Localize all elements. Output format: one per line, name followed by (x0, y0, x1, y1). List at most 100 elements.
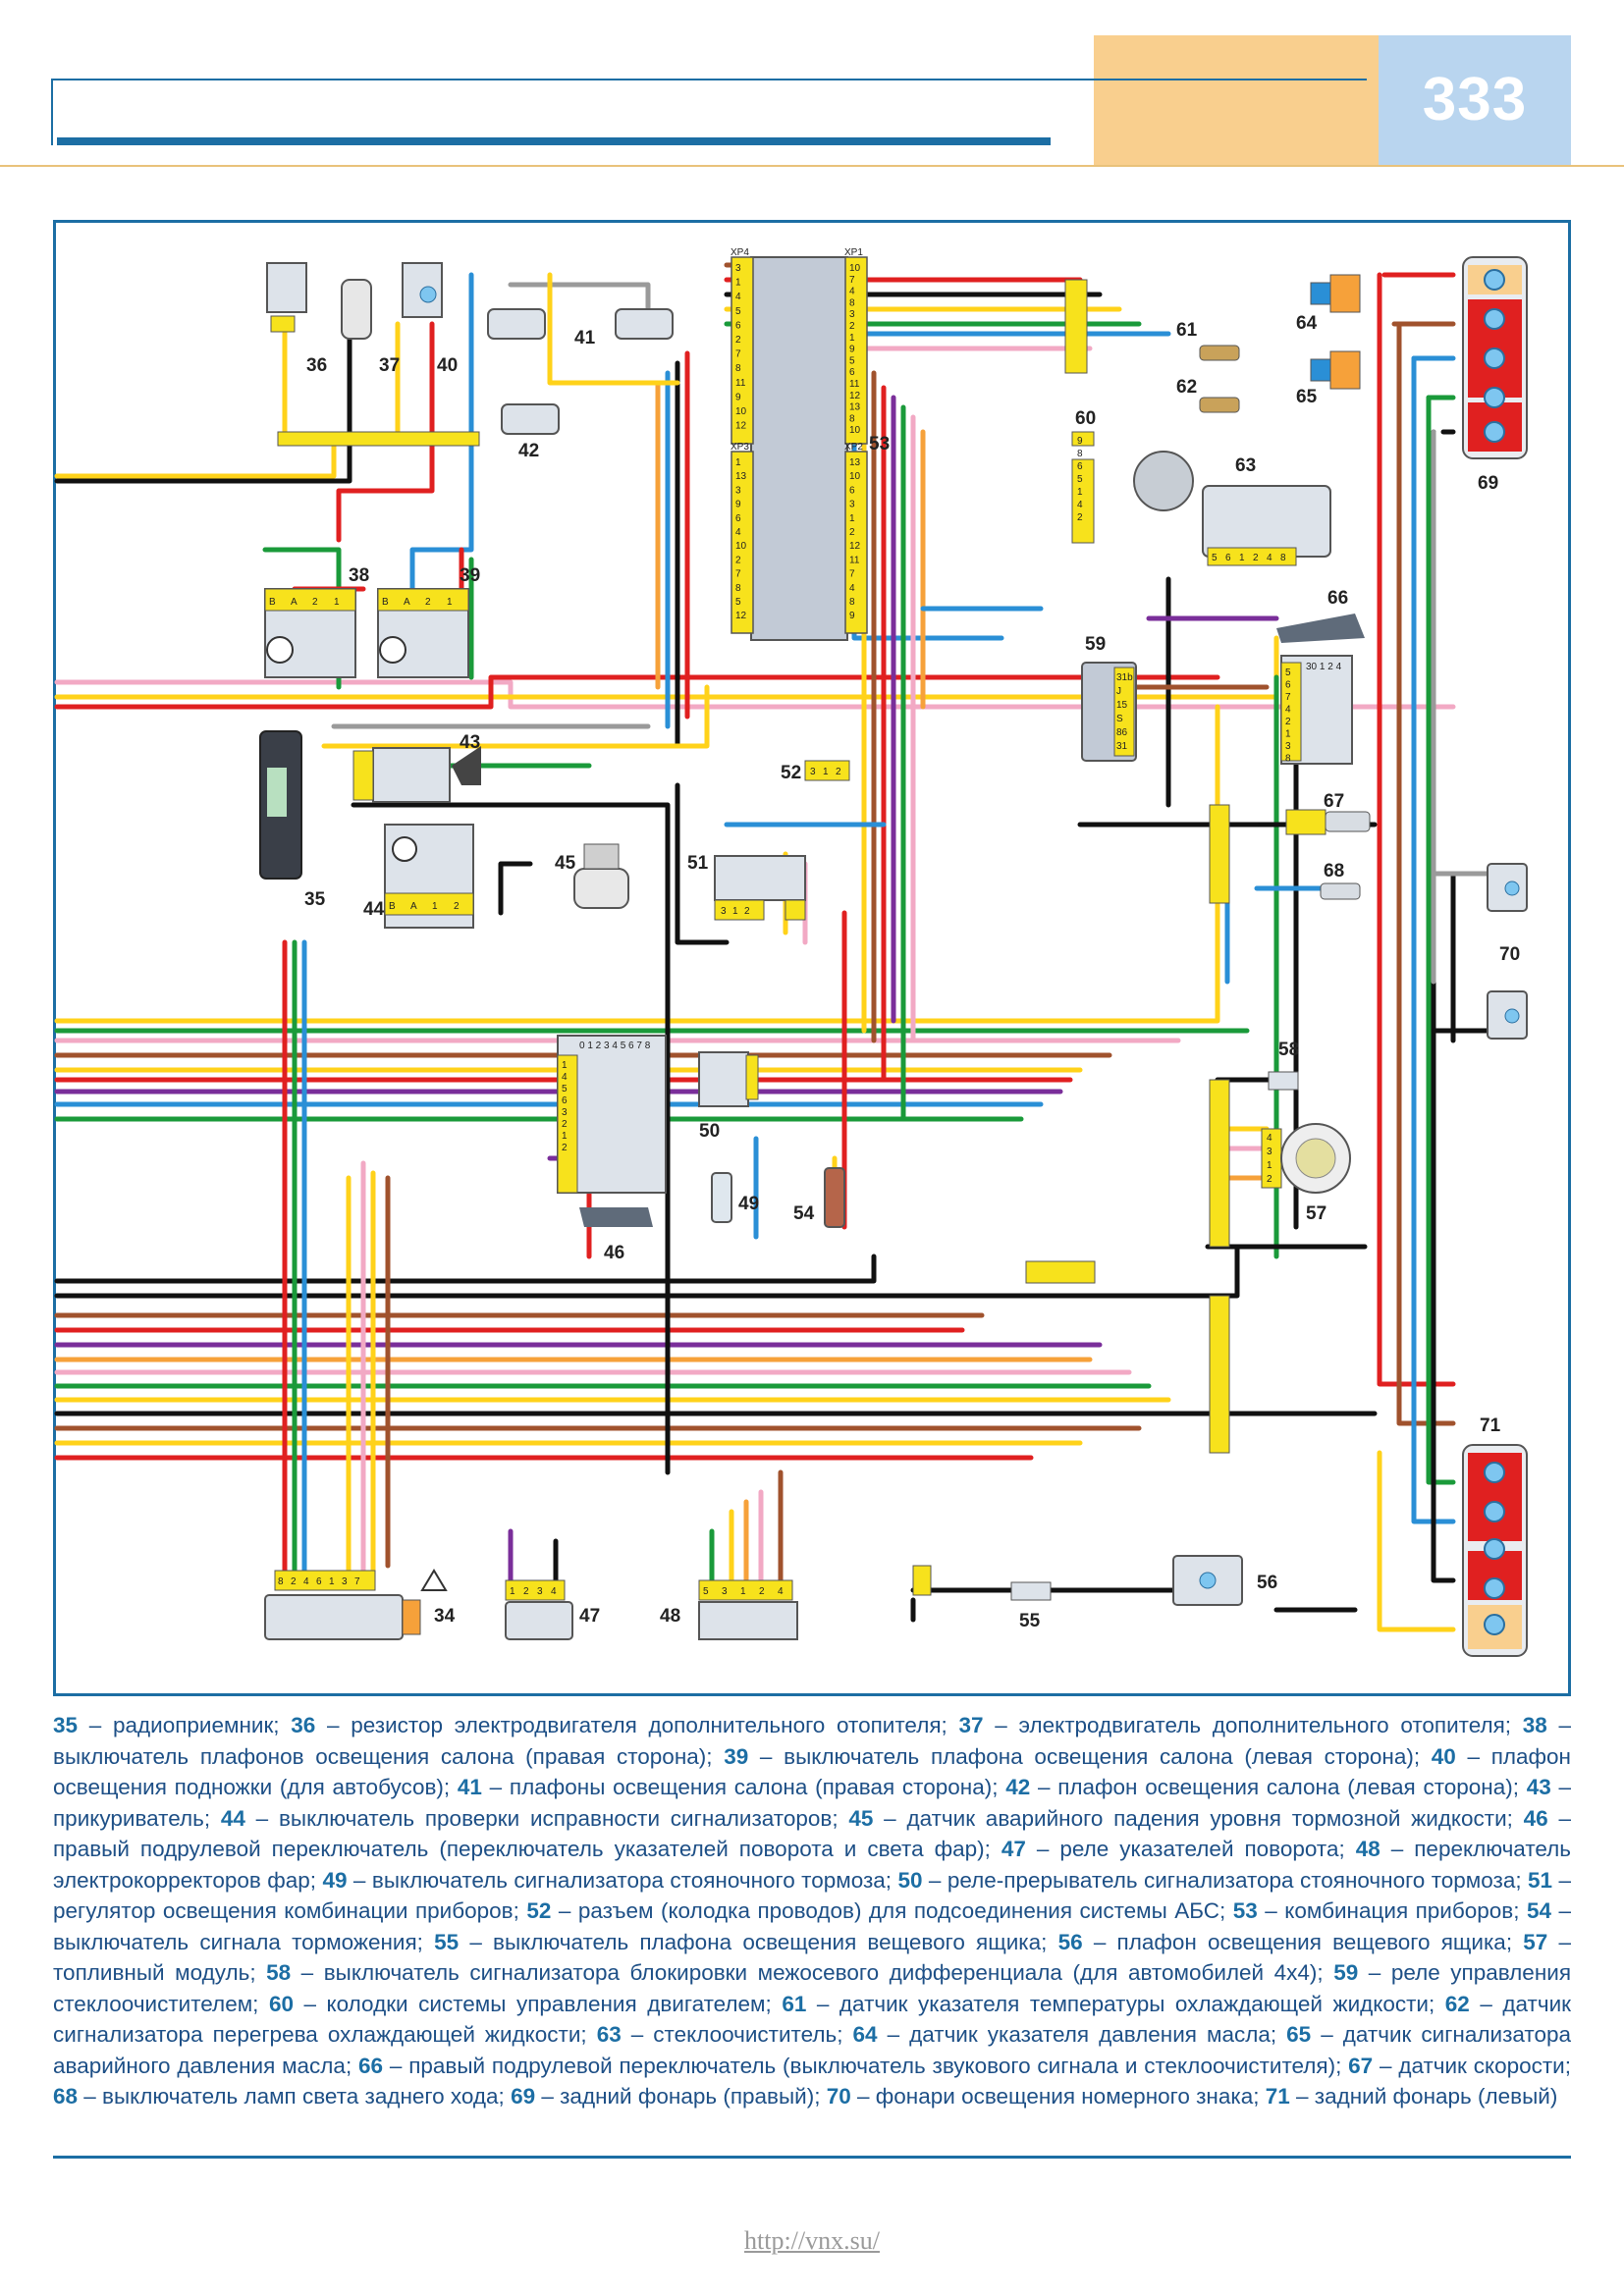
pin-xp4-7: 8 (735, 363, 741, 374)
pin-conn34-6: 7 (354, 1576, 360, 1587)
footer-url[interactable]: http://vnx.su/ (744, 2226, 880, 2255)
pin-sw38-1: A (291, 597, 298, 608)
label-45: 45 (555, 853, 576, 874)
pin-motor63-3: 2 (1253, 553, 1259, 563)
sensor-61 (1199, 345, 1240, 361)
legend-text-61: – датчик указателя температуры охлаждающ… (806, 1991, 1445, 2016)
connector-xp3: XP3 (731, 442, 749, 453)
legend-number-39: 39 (724, 1743, 749, 1769)
switch-58 (1268, 1071, 1299, 1091)
legend-text-54: – выключатель сигнала торможения; (53, 1898, 1572, 1954)
label-60: 60 (1075, 408, 1096, 429)
header-rule (51, 79, 1367, 80)
label-53: 53 (869, 434, 890, 454)
pin-xp4-1: 1 (735, 278, 741, 289)
connector-xp2: XP2 (844, 442, 863, 453)
header-rule-left (51, 79, 53, 145)
label-42: 42 (518, 441, 539, 461)
legend-text-62: – датчик сигнализатора перегрева охлажда… (53, 1991, 1571, 2048)
pin-xp4-2: 4 (735, 292, 741, 302)
pin-sw46-6: 1 (562, 1131, 568, 1142)
switch-49 (711, 1172, 732, 1223)
lever-66 (1276, 614, 1365, 643)
label-63: 63 (1235, 455, 1256, 476)
pin-sw39-3: 1 (447, 597, 453, 608)
pin-sw39-1: A (404, 597, 410, 608)
label-62: 62 (1176, 377, 1197, 398)
pin-conn60-6: 2 (1077, 512, 1083, 523)
regulator-51 (714, 855, 806, 901)
pin-xp3-7: 2 (735, 555, 741, 565)
switch-34 (264, 1594, 404, 1640)
pin-xp2-9: 4 (849, 583, 855, 594)
sensor-67 (1325, 811, 1371, 832)
pin-sw66-6: 3 (1285, 741, 1291, 752)
pin-xp1-5: 2 (849, 321, 855, 332)
wire-black (54, 1254, 877, 1284)
pin-xp3-3: 9 (735, 500, 741, 510)
label-52: 52 (781, 763, 801, 783)
pin-xp1-0: 10 (849, 263, 861, 274)
pin-motor63-4: 4 (1267, 553, 1272, 563)
legend-number-38: 38 (1522, 1713, 1547, 1737)
label-57: 57 (1306, 1203, 1326, 1224)
pin-conn60-2: 6 (1077, 461, 1083, 472)
pin-xp2-0: 13 (849, 457, 861, 468)
label-71: 71 (1480, 1415, 1501, 1436)
pin-conn52-0: 3 (810, 767, 816, 777)
label-65: 65 (1296, 387, 1318, 407)
label-40: 40 (437, 355, 458, 376)
wiper-63 (1202, 485, 1331, 558)
pin-conn34-0: 8 (278, 1576, 284, 1587)
relay-50 (698, 1051, 749, 1107)
pin-xp4-4: 6 (735, 320, 741, 331)
pin-xp3-0: 1 (735, 457, 741, 468)
label-43: 43 (460, 732, 480, 753)
pin-sw38-0: B (269, 597, 276, 608)
pin-xp2-2: 6 (849, 485, 855, 496)
connector-xp1: XP1 (844, 247, 863, 258)
pin-xp2-3: 3 (849, 500, 855, 510)
pin-relay59-0: 31b (1116, 672, 1133, 683)
pin-conn47-0: 1 (510, 1586, 515, 1597)
pin-reg51-1: 1 (732, 906, 738, 917)
pin-mod57-0: 4 (1267, 1133, 1272, 1144)
legend-number-41: 41 (457, 1775, 482, 1799)
pin-conn60-1: 8 (1077, 449, 1083, 459)
legend-text-64: – датчик указателя давления масла; (877, 2022, 1287, 2047)
legend-number-52: 52 (526, 1898, 552, 1923)
pin-motor63-1: 6 (1225, 553, 1231, 563)
legend-number-64: 64 (852, 2022, 878, 2047)
pin-relay59-5: 31 (1116, 741, 1128, 752)
legend-text-55: – выключатель плафона освещения вещевого… (459, 1929, 1058, 1954)
legend-text-49: – выключатель сигнализатора стояночного … (347, 1867, 898, 1893)
pin-xp1-7: 9 (849, 345, 855, 355)
pin-motor63-0: 5 (1212, 553, 1218, 563)
label-56: 56 (1257, 1573, 1277, 1593)
label-67: 67 (1324, 791, 1344, 812)
legend-number-36: 36 (291, 1713, 316, 1737)
legend-text-52: – разъем (колодка проводов) для подсоеди… (551, 1898, 1233, 1923)
sensor-62 (1199, 397, 1240, 413)
pin-conn47-3: 4 (551, 1586, 557, 1597)
connector-xp4: XP4 (731, 247, 749, 258)
connector-60 (1071, 458, 1095, 544)
pin-sw46-5: 2 (562, 1119, 568, 1130)
lamp-41-b (615, 308, 674, 340)
pin-sw66-4: 2 (1285, 717, 1291, 727)
legend-number-49: 49 (322, 1867, 348, 1893)
legend-text-41: – плафоны освещения салона (правая сторо… (481, 1775, 1006, 1799)
label-46: 46 (604, 1243, 624, 1263)
pin-xp2-8: 7 (849, 569, 855, 580)
pin-xp1-3: 8 (849, 297, 855, 308)
pin-xp1-1: 7 (849, 275, 855, 286)
pin-xp2-7: 11 (849, 555, 860, 565)
pin-xp2-11: 9 (849, 611, 855, 621)
pin-conn34-4: 1 (329, 1576, 335, 1587)
pin-xp1-6: 1 (849, 333, 855, 344)
pin-sw46-4: 3 (562, 1107, 568, 1118)
label-51: 51 (687, 853, 709, 874)
legend-number-43: 43 (1526, 1775, 1551, 1799)
pin-conn34-1: 2 (291, 1576, 297, 1587)
legend-text-39: – выключатель плафона освещения салона (… (748, 1743, 1432, 1769)
